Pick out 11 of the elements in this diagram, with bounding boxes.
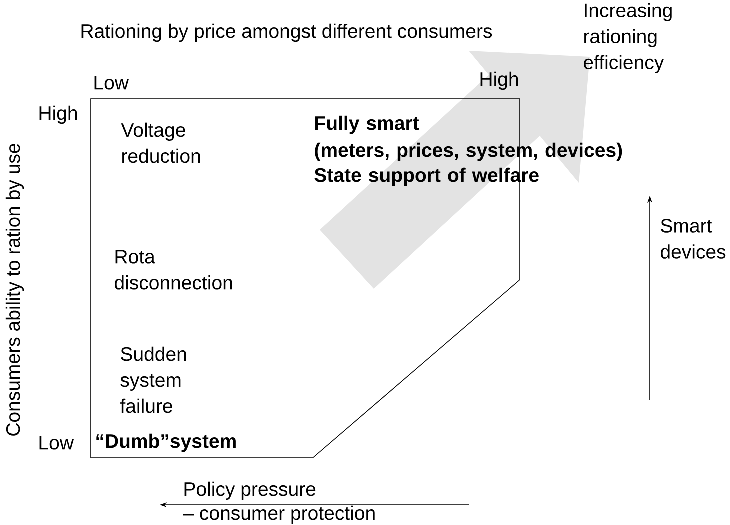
title: Rationing by price amongst different consumers [82,24,492,42]
annotation: – consumer protection [183,506,375,524]
annotation: Increasing rationing efficiency [584,3,672,74]
region-text: “Dumb”system [96,434,236,452]
region-text: Rota disconnection [115,250,232,290]
annotation: Policy pressure [184,482,316,500]
axis-title: Consumers ability to ration by use [6,144,24,436]
annotation: Smart devices [661,219,726,259]
region-text: Fully smart [316,116,420,134]
region-text: Voltage reduction [121,122,200,164]
region-text: Sudden system failure [120,346,186,414]
